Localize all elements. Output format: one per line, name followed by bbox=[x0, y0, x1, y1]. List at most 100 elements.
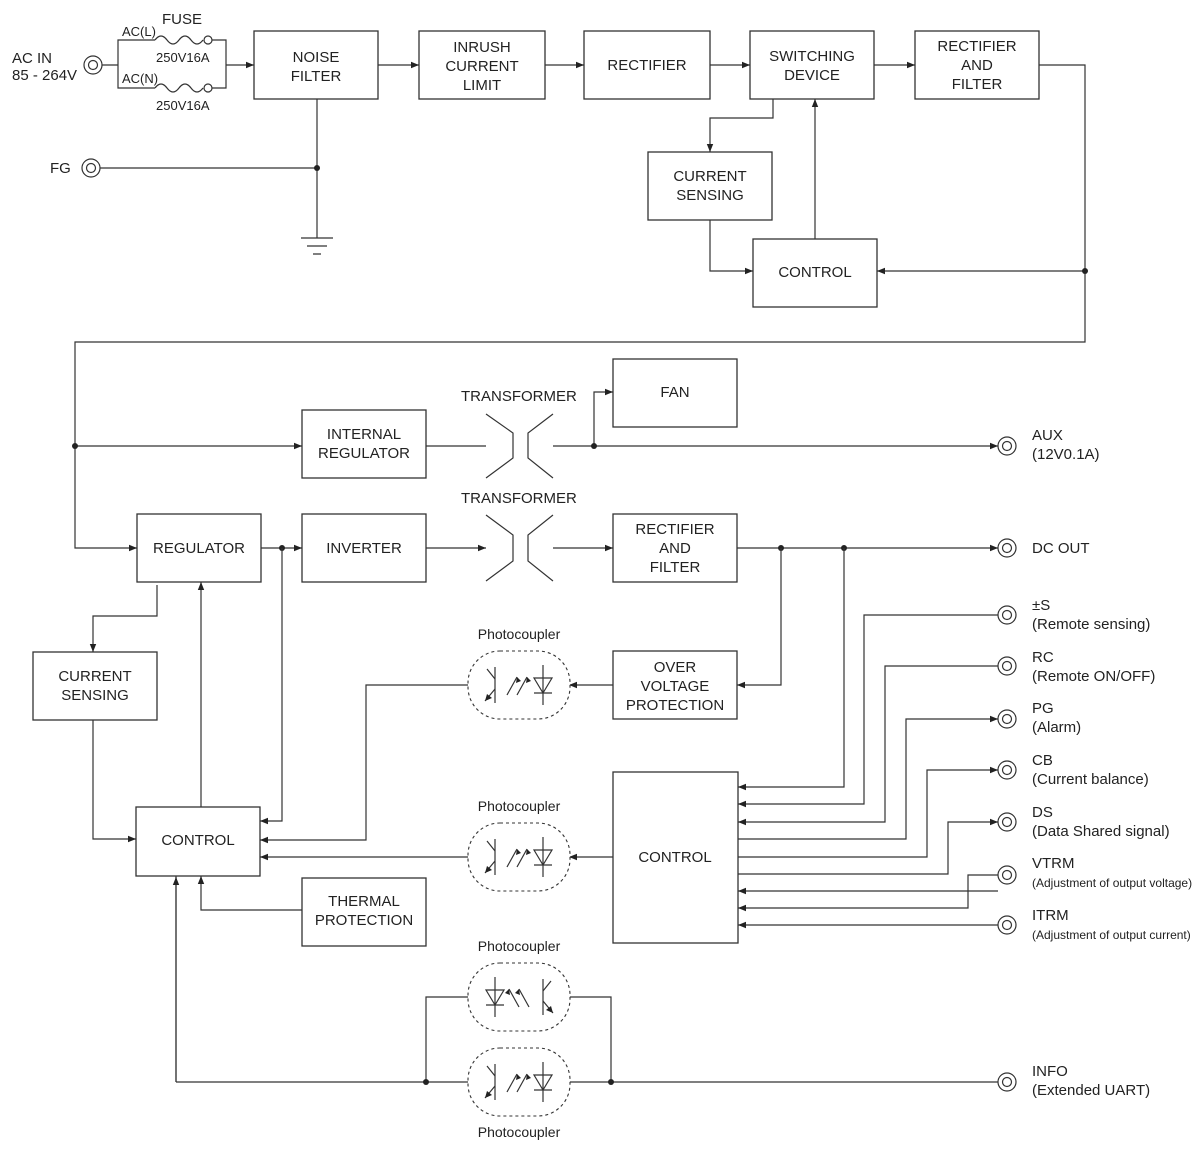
photocoupler-label-ovp: Photocoupler bbox=[478, 626, 561, 642]
svg-text:SWITCHING: SWITCHING bbox=[769, 48, 855, 65]
thermal-protection-box: THERMAL PROTECTION bbox=[301, 877, 427, 947]
fan-box: FAN bbox=[612, 358, 738, 428]
svg-text:THERMAL: THERMAL bbox=[328, 893, 400, 910]
transformer-aux-label: TRANSFORMER bbox=[461, 388, 577, 405]
transformer-aux-icon bbox=[485, 413, 554, 479]
output-desc-aux: (12V0.1A) bbox=[1032, 446, 1100, 463]
wire-regulator-to-sensing bbox=[89, 585, 158, 652]
output-desc-ds: (Data Shared signal) bbox=[1032, 823, 1170, 840]
fuse-label: FUSE bbox=[162, 11, 202, 28]
wire-dcout-to-control bbox=[738, 548, 845, 791]
svg-text:INRUSH: INRUSH bbox=[453, 39, 511, 56]
wire-to-fan bbox=[593, 388, 613, 446]
ground-icon bbox=[301, 237, 333, 255]
output-desc-info: (Extended UART) bbox=[1032, 1082, 1150, 1099]
svg-text:FILTER: FILTER bbox=[650, 559, 701, 576]
rectifier-box: RECTIFIER bbox=[583, 30, 711, 100]
svg-text:REGULATOR: REGULATOR bbox=[318, 445, 410, 462]
wire-sensing-to-control bbox=[92, 720, 136, 843]
svg-text:INTERNAL: INTERNAL bbox=[327, 426, 401, 443]
regulator-box: REGULATOR bbox=[136, 513, 262, 583]
svg-text:SENSING: SENSING bbox=[61, 687, 129, 704]
junction-dot bbox=[72, 443, 78, 449]
junction-dot bbox=[423, 1079, 429, 1085]
ac-l-label: AC(L) bbox=[122, 24, 156, 39]
junction-dot bbox=[608, 1079, 614, 1085]
secondary-rectifier-filter-box: RECTIFIER AND FILTER bbox=[612, 513, 738, 583]
svg-text:OVER: OVER bbox=[654, 659, 697, 676]
wire-current-balance bbox=[738, 766, 998, 858]
wire-alarm bbox=[738, 715, 998, 840]
terminal-cb bbox=[997, 760, 1017, 780]
svg-text:NOISE: NOISE bbox=[293, 49, 340, 66]
output-name-pg: PG bbox=[1032, 700, 1054, 717]
wire-primary-to-regulator bbox=[74, 64, 1086, 552]
terminal-s bbox=[997, 605, 1017, 625]
fuse-join-lines bbox=[212, 39, 254, 89]
wire-fg-ground bbox=[100, 99, 318, 238]
output-desc-s: (Remote sensing) bbox=[1032, 616, 1150, 633]
output-desc-cb: (Current balance) bbox=[1032, 771, 1149, 788]
transformer-main-icon bbox=[485, 514, 554, 582]
svg-text:FAN: FAN bbox=[660, 384, 689, 401]
switching-device-box: SWITCHING DEVICE bbox=[749, 30, 875, 100]
wire-photocoupler-to-control bbox=[260, 684, 468, 844]
terminal-ds bbox=[997, 812, 1017, 832]
ac-input-terminal bbox=[83, 55, 103, 75]
fg-terminal bbox=[81, 158, 101, 178]
svg-text:PROTECTION: PROTECTION bbox=[315, 912, 413, 929]
fuse-l-rating: 250V16A bbox=[156, 50, 210, 65]
output-name-cb: CB bbox=[1032, 752, 1053, 769]
ac-n-label: AC(N) bbox=[122, 71, 158, 86]
terminal-info bbox=[997, 1072, 1017, 1092]
terminal-dcout bbox=[997, 538, 1017, 558]
photocoupler-ovp bbox=[467, 650, 571, 720]
ac-split-lines bbox=[102, 39, 155, 89]
svg-text:RECTIFIER: RECTIFIER bbox=[635, 521, 714, 538]
output-name-itrm: ITRM bbox=[1032, 907, 1069, 924]
fg-label: FG bbox=[50, 160, 71, 177]
wire-vtrm-link bbox=[738, 874, 998, 912]
internal-regulator-box: INTERNAL REGULATOR bbox=[301, 409, 427, 479]
svg-text:CONTROL: CONTROL bbox=[778, 264, 851, 281]
fuse-l-symbol bbox=[154, 35, 204, 45]
svg-text:VOLTAGE: VOLTAGE bbox=[641, 678, 710, 695]
output-name-info: INFO bbox=[1032, 1063, 1068, 1080]
photocoupler-uart-rx bbox=[467, 1047, 571, 1117]
photocoupler-uart-tx bbox=[467, 962, 571, 1032]
secondary-control-left-box: CONTROL bbox=[135, 806, 261, 877]
wire-thermal-to-control bbox=[197, 876, 302, 911]
svg-text:CURRENT: CURRENT bbox=[58, 668, 131, 685]
output-name-dcout: DC OUT bbox=[1032, 540, 1090, 557]
svg-text:AND: AND bbox=[659, 540, 691, 557]
wire-uart-loop bbox=[425, 996, 612, 1082]
output-desc-rc: (Remote ON/OFF) bbox=[1032, 668, 1155, 685]
junction-dot bbox=[314, 165, 320, 171]
secondary-current-sensing-box: CURRENT SENSING bbox=[32, 651, 158, 721]
fuse-n-contact bbox=[203, 83, 213, 93]
svg-text:AND: AND bbox=[961, 57, 993, 74]
noise-filter-box: NOISE FILTER bbox=[253, 30, 379, 100]
svg-text:REGULATOR: REGULATOR bbox=[153, 540, 245, 557]
output-name-rc: RC bbox=[1032, 649, 1054, 666]
primary-current-sensing-box: CURRENT SENSING bbox=[647, 151, 773, 221]
terminal-aux bbox=[997, 436, 1017, 456]
output-name-aux: AUX bbox=[1032, 427, 1063, 444]
wire-remote-sensing bbox=[738, 614, 998, 808]
junction-dot bbox=[1082, 268, 1088, 274]
terminal-rc bbox=[997, 656, 1017, 676]
output-name-vtrm: VTRM bbox=[1032, 855, 1075, 872]
output-desc-pg: (Alarm) bbox=[1032, 719, 1081, 736]
terminal-pg bbox=[997, 709, 1017, 729]
fuse-l-contact bbox=[203, 35, 213, 45]
ac-in-label: AC IN bbox=[12, 50, 52, 67]
wire-switching-to-sensing bbox=[706, 99, 774, 152]
ac-in-range: 85 - 264V bbox=[12, 67, 77, 84]
wire-sensing-to-control bbox=[709, 220, 753, 275]
wire-remote-on-off bbox=[738, 665, 998, 826]
wire-to-over-voltage bbox=[737, 548, 782, 689]
wire-regulator-feedback bbox=[260, 548, 283, 825]
svg-text:CONTROL: CONTROL bbox=[638, 849, 711, 866]
svg-text:PROTECTION: PROTECTION bbox=[626, 697, 724, 714]
